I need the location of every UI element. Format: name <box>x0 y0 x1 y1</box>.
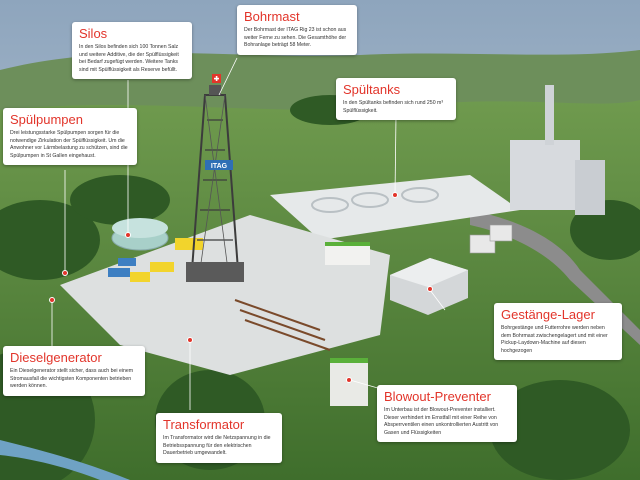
gestaenge-marker <box>427 286 433 292</box>
callout-dieselgenerator: Dieselgenerator Ein Dieselgenerator stel… <box>3 346 145 396</box>
callout-title: Spültanks <box>343 82 401 97</box>
rig-sign: ITAG <box>211 163 228 170</box>
callout-silos: Silos In den Silos befinden sich 100 Ton… <box>72 22 192 80</box>
callout-text: Im Unterbau ist der Blowout-Preventer in… <box>384 407 499 436</box>
callout-blowout-preventer: Blowout-Preventer Im Unterbau ist der Bl… <box>377 385 517 443</box>
callout-bohrmast: Bohrmast Der Bohrmast der ITAG Rig 23 is… <box>237 5 357 55</box>
callout-transformator: Transformator Im Transformator wird die … <box>156 413 282 463</box>
callout-text: Drei leistungsstarke Spülpumpen sorgen f… <box>10 130 128 159</box>
spueltanks-marker <box>392 192 398 198</box>
silos-marker <box>125 232 131 238</box>
pipe-rack <box>234 299 331 351</box>
callout-text: In den Spültanks befinden sich rund 250 … <box>343 100 444 114</box>
houses <box>469 224 513 254</box>
callout-title: Gestänge-Lager <box>501 307 595 322</box>
road <box>470 210 640 345</box>
river <box>0 440 130 480</box>
callout-title: Silos <box>79 26 108 41</box>
callout-text: Im Transformator wird die Netzspannung i… <box>163 435 271 457</box>
callout-text: Bohrgestänge und Futterrohre werden nebe… <box>501 325 608 354</box>
callout-title: Transformator <box>163 417 245 432</box>
drilling-mast: ITAG <box>186 85 244 282</box>
callout-title: Spülpumpen <box>10 112 83 127</box>
office-containers <box>325 242 370 406</box>
blowout-marker <box>346 377 352 383</box>
treatment-plant <box>270 175 520 240</box>
callout-title: Dieselgenerator <box>10 350 102 365</box>
blue-containers <box>108 258 136 277</box>
callout-spueltanks: Spültanks In den Spültanks befinden sich… <box>336 78 456 121</box>
callout-title: Bohrmast <box>244 9 300 24</box>
power-plant <box>510 85 605 215</box>
callout-gestaenge-lager: Gestänge-Lager Bohrgestänge und Futterro… <box>494 303 622 361</box>
yellow-containers <box>130 238 203 282</box>
spuelpumpen-marker <box>62 270 68 276</box>
callout-spuelpumpen: Spülpumpen Drei leistungsstarke Spülpump… <box>3 108 137 166</box>
callout-title: Blowout-Preventer <box>384 389 491 404</box>
callout-text: Der Bohrmast der ITAG Rig 23 ist schon a… <box>244 27 347 49</box>
clarifier-tanks <box>311 187 439 213</box>
water-tanks <box>111 218 169 251</box>
callout-text: In den Silos befinden sich 100 Tonnen Sa… <box>79 44 179 73</box>
transformator-marker <box>187 337 193 343</box>
drill-pad <box>60 215 390 375</box>
callout-text: Ein Dieselgenerator stellt sicher, dass … <box>10 368 134 390</box>
swiss-flag-icon <box>212 74 221 83</box>
dieselgenerator-marker <box>49 297 55 303</box>
